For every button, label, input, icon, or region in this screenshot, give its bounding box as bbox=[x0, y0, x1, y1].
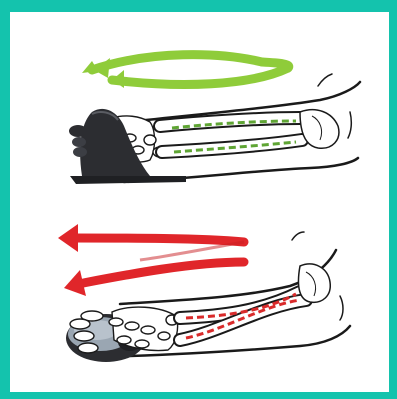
vertical-mouse-panel bbox=[69, 55, 360, 184]
standard-mouse-panel bbox=[58, 224, 350, 362]
crossed-forearm-bones-icon bbox=[180, 264, 330, 340]
crossed-arrows-left-icon bbox=[58, 224, 244, 296]
swirl-arrow-left-icon bbox=[82, 55, 289, 88]
